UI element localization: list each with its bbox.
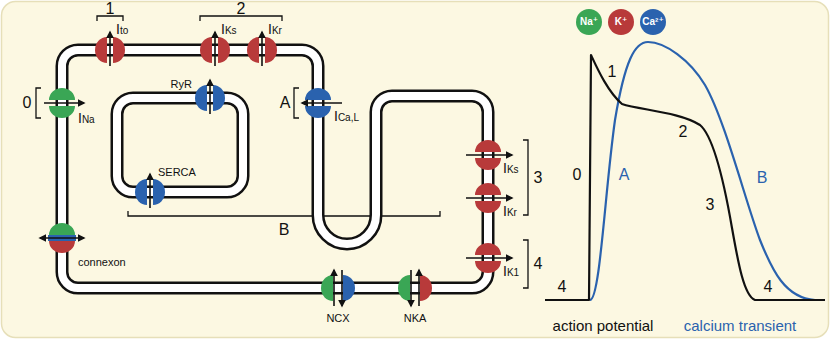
callout-number: 0 <box>23 94 32 112</box>
current-label: IKr <box>268 21 282 37</box>
ion-legend-swatch: Ca²⁺ <box>640 9 666 35</box>
callout-number: 3 <box>534 169 543 187</box>
current-label: ICa,L <box>334 108 359 124</box>
callout-number: 2 <box>679 123 688 141</box>
current-label: IK1 <box>503 263 519 279</box>
membranes <box>62 50 488 288</box>
flux-arrow <box>333 270 335 306</box>
callout-number: 1 <box>608 63 617 81</box>
brackets <box>36 16 528 288</box>
callout-number: A <box>280 94 291 112</box>
traces <box>545 42 825 300</box>
flux-arrow <box>149 174 151 208</box>
channel-half <box>195 85 207 111</box>
callout-number: 0 <box>573 166 582 184</box>
flux-arrow <box>109 32 111 66</box>
ion-legend-text: K⁺ <box>615 17 628 27</box>
channel-half <box>475 201 501 213</box>
channel-half <box>475 183 501 195</box>
channel-half <box>305 88 331 100</box>
channel-half <box>200 37 212 63</box>
flux-arrow <box>466 154 512 156</box>
channels <box>48 37 501 301</box>
channel-half <box>49 88 75 100</box>
callout-number: 4 <box>534 255 543 273</box>
flux-arrow <box>466 257 512 259</box>
bracket <box>128 211 440 216</box>
channel-half <box>475 243 501 255</box>
channel-half <box>321 275 333 301</box>
channel-half <box>265 37 277 63</box>
ion-legend-swatch: K⁺ <box>608 9 634 35</box>
channel-half <box>343 275 355 301</box>
channel-half <box>475 140 501 152</box>
trace-caption: calcium transient <box>684 317 797 334</box>
current-label: IKs <box>503 160 519 176</box>
channel-half <box>218 37 230 63</box>
callout-number: A <box>619 166 630 184</box>
action-potential-curve <box>545 55 825 300</box>
cell-membrane <box>62 50 488 288</box>
transporter-label: connexon <box>78 256 126 269</box>
callout-number: 3 <box>706 196 715 214</box>
flux-arrow <box>44 102 84 104</box>
channel-half <box>49 106 75 118</box>
channel-half <box>305 106 331 118</box>
channel-half <box>135 179 147 205</box>
callout-number: 4 <box>558 278 567 296</box>
flux-arrow <box>302 102 342 104</box>
current-label: INa <box>78 110 95 126</box>
channel-half <box>49 223 75 235</box>
callout-number: 4 <box>764 278 773 296</box>
bracket <box>523 240 528 288</box>
ion-legend-text: Na⁺ <box>580 17 598 27</box>
ion-legend-text: Ca²⁺ <box>642 17 663 27</box>
flux-arrow <box>214 32 216 66</box>
flux-arrows <box>40 32 512 306</box>
flux-arrow <box>261 32 263 66</box>
channel-half <box>475 261 501 273</box>
channel-half <box>49 241 75 253</box>
cell-membrane <box>62 50 488 288</box>
flux-arrow <box>40 237 84 239</box>
current-label: IKs <box>221 21 237 37</box>
channel-half <box>420 275 432 301</box>
current-label: Ito <box>116 21 128 37</box>
exchanger <box>321 275 355 301</box>
bracket <box>523 140 528 215</box>
flux-arrow <box>341 270 343 306</box>
callout-number: B <box>757 169 768 187</box>
calcium-transient-curve <box>590 42 825 300</box>
transporter-label: RyR <box>171 78 192 91</box>
bracket <box>294 88 299 118</box>
flux-arrow <box>209 80 211 114</box>
callout-number: 2 <box>237 0 246 18</box>
channel-half <box>247 37 259 63</box>
flux-arrow <box>418 270 420 306</box>
ion-legend-swatch: Na⁺ <box>576 9 602 35</box>
channel-half <box>475 158 501 170</box>
callout-number: B <box>279 221 290 239</box>
ion-pump <box>398 275 432 301</box>
channel-half <box>95 37 107 63</box>
channel-half <box>213 85 225 111</box>
callout-number: 1 <box>106 0 115 18</box>
sr-membrane <box>117 98 243 192</box>
channel-half <box>398 275 410 301</box>
channel-half <box>153 179 165 205</box>
flux-arrow <box>410 270 412 306</box>
current-label: IKr <box>503 203 517 219</box>
channel-half <box>113 37 125 63</box>
flux-arrow <box>466 197 512 199</box>
trace-caption: action potential <box>553 317 654 334</box>
bracket <box>36 88 41 118</box>
sr-membrane <box>117 98 243 192</box>
transporter-label: SERCA <box>158 166 196 179</box>
transporter-label: NCX <box>326 312 349 325</box>
transporter-label: NKA <box>404 312 427 325</box>
